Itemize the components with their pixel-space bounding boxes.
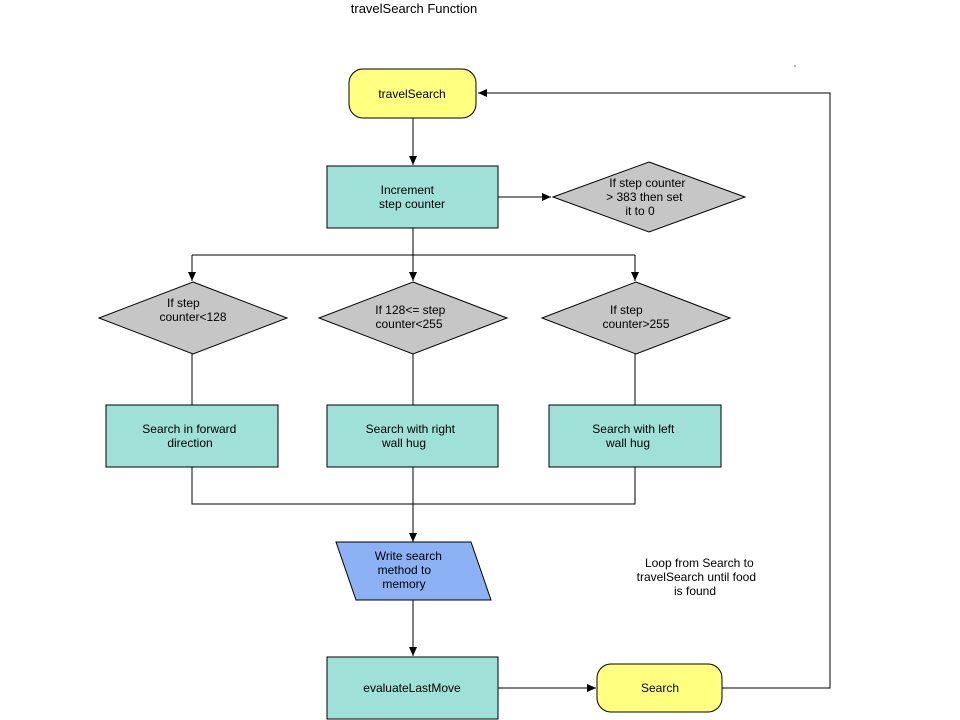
node-write-memory: Write search method to memory	[335, 541, 492, 601]
node-search-right-label: Search with right wall hug	[366, 422, 459, 450]
node-search-end-label: Search	[641, 681, 679, 695]
edge-loop-back	[478, 89, 831, 689]
process-shape	[326, 165, 499, 229]
node-start-label: travelSearch	[378, 87, 445, 101]
node-reset-check-label: If step counter > 383 then set it to 0	[606, 176, 689, 218]
process-shape	[326, 404, 499, 468]
loop-note: Loop from Search to travelSearch until f…	[637, 556, 760, 598]
node-evaluate-label: evaluateLastMove	[363, 681, 461, 695]
node-increment: Increment step counter	[326, 165, 499, 229]
process-shape	[326, 656, 499, 720]
node-search-forward: Search in forward direction	[105, 404, 279, 468]
terminal-shape	[596, 663, 723, 713]
process-shape	[105, 404, 279, 468]
decision-shape	[540, 281, 732, 355]
node-check-mid-label: If 128<= step counter<255	[375, 303, 448, 331]
node-search-end: Search	[596, 663, 723, 713]
node-search-left-label: Search with left wall hug	[592, 422, 677, 450]
node-write-memory-label: Write search method to memory	[375, 549, 445, 591]
node-search-forward-label: Search in forward direction	[142, 422, 239, 450]
node-check-mid: If 128<= step counter<255	[317, 281, 509, 355]
node-check-gt255-label: If step counter>255	[602, 303, 669, 331]
node-search-left: Search with left wall hug	[548, 404, 722, 468]
stray-dot	[794, 65, 796, 67]
decision-shape	[317, 281, 509, 355]
node-reset-check: If step counter > 383 then set it to 0	[551, 161, 747, 233]
diagram-title: travelSearch Function	[351, 1, 477, 16]
io-shape	[335, 541, 492, 601]
node-check-gt255: If step counter>255	[540, 281, 732, 355]
node-start: travelSearch	[348, 68, 477, 119]
decision-shape	[551, 161, 747, 233]
node-check-lt128: If step counter<128	[97, 281, 289, 355]
node-increment-label: Increment step counter	[379, 183, 445, 211]
process-shape	[548, 404, 722, 468]
node-check-lt128-label: If step counter<128	[159, 296, 226, 324]
node-search-right: Search with right wall hug	[326, 404, 499, 468]
node-evaluate: evaluateLastMove	[326, 656, 499, 720]
edges	[188, 89, 831, 692]
decision-shape	[97, 281, 289, 355]
terminal-shape	[348, 68, 477, 119]
